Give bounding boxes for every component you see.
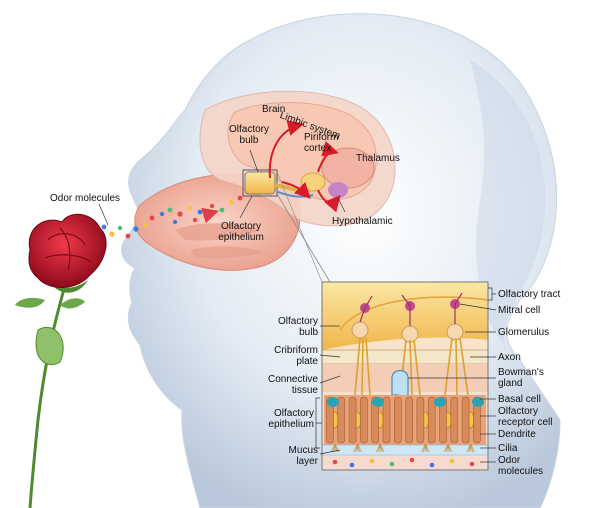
- support-cell: [427, 396, 436, 444]
- support-cell: [348, 396, 357, 444]
- support-cell: [405, 396, 413, 444]
- support-cell: [337, 396, 346, 444]
- arrow-to-piriform: [281, 181, 311, 199]
- olfactory-bulb-shape: [244, 171, 276, 195]
- support-cell: [326, 396, 334, 444]
- label-odor-molecules: Odor molecules: [498, 455, 544, 477]
- inset-panel: [321, 281, 489, 471]
- label-hypothalamic: Hypothalamic: [332, 216, 393, 227]
- left-leader-lines: [315, 325, 341, 455]
- label-connective-tissue: Connective tissue: [267, 374, 318, 396]
- arrow-to-limbic: [268, 120, 304, 179]
- label-olfactory-bulb-head: Olfactory bulb: [228, 124, 269, 146]
- inset-mitral-cells: [359, 292, 463, 326]
- label-cilia: Cilia: [498, 443, 518, 454]
- zoom-line-1: [276, 193, 331, 283]
- label-olfactory-epithelium-head: Olfactory epithelium: [218, 221, 264, 243]
- support-cell: [371, 396, 380, 444]
- inset-mucus-layer: [321, 444, 489, 456]
- support-cell: [439, 396, 447, 444]
- right-leader-lines: [408, 287, 497, 463]
- piriform-shape: [300, 172, 326, 192]
- support-cell: [473, 396, 481, 444]
- head-shadow: [470, 60, 546, 345]
- rose-sepal: [50, 280, 88, 293]
- label-bowmans-gland: Bowman's gland: [498, 367, 544, 389]
- cilium: [379, 443, 385, 453]
- label-mitral-cell: Mitral cell: [498, 305, 541, 316]
- label-cribriform-plate: Cribriform plate: [274, 345, 318, 367]
- cilium: [425, 443, 430, 453]
- rose-leaf-1: [35, 326, 64, 366]
- label-olfactory-bulb: Olfactory bulb: [277, 316, 318, 338]
- support-cell: [393, 396, 402, 444]
- hypothalamus-shape: [328, 182, 348, 198]
- arrow-to-hypothalamus: [317, 189, 341, 213]
- label-axon: Axon: [498, 352, 521, 363]
- label-odor-molecules-head: Odor molecules: [50, 193, 121, 204]
- support-cell: [382, 396, 391, 444]
- rose-bloom: [28, 213, 107, 288]
- label-basal-cell: Basal cell: [498, 394, 541, 405]
- support-cell: [450, 396, 459, 444]
- rose-leaf-2: [15, 297, 45, 308]
- rose-petal-lines: [44, 227, 93, 271]
- rose-stem: [28, 274, 70, 508]
- olfactory-bulb-zoom-box: [242, 169, 278, 197]
- support-cell: [416, 396, 425, 444]
- label-olfactory-receptor-cell: Olfactory receptor cell: [498, 406, 553, 428]
- label-thalamus: Thalamus: [356, 153, 400, 164]
- label-glomerulus: Glomerulus: [498, 327, 550, 338]
- thalamus-shape: [321, 147, 375, 189]
- label-brain: Brain: [262, 104, 286, 115]
- rose-leaf-3: [60, 298, 85, 309]
- inset-bulb-edge: [339, 296, 489, 331]
- rose: [15, 213, 107, 508]
- inset-epithelium-cells: [324, 395, 486, 445]
- head-leader-lines: [98, 149, 346, 226]
- inset-cilia: [330, 443, 475, 453]
- arrow-to-thalamus: [317, 141, 339, 173]
- zoom-line-3: [276, 171, 323, 283]
- label-piriform-cortex: Piriform cortex: [304, 132, 339, 154]
- nasal-conchae: [175, 223, 265, 259]
- inset-support-cells: [326, 396, 481, 444]
- inset-glomeruli: [351, 321, 464, 343]
- cilium: [447, 443, 453, 453]
- label-mucus-layer: Mucus layer: [288, 445, 318, 467]
- cilium: [470, 443, 475, 453]
- label-dendrite: Dendrite: [498, 429, 536, 440]
- inset-odor-molecules: [332, 457, 475, 468]
- label-olfactory-epithelium: Olfactory epithelium: [268, 408, 314, 430]
- support-cell: [360, 396, 368, 444]
- support-cell: [461, 396, 470, 444]
- inset-basal-cells: [327, 397, 484, 407]
- label-olfactory-tract: Olfactory tract: [498, 289, 561, 300]
- cilium: [357, 443, 362, 453]
